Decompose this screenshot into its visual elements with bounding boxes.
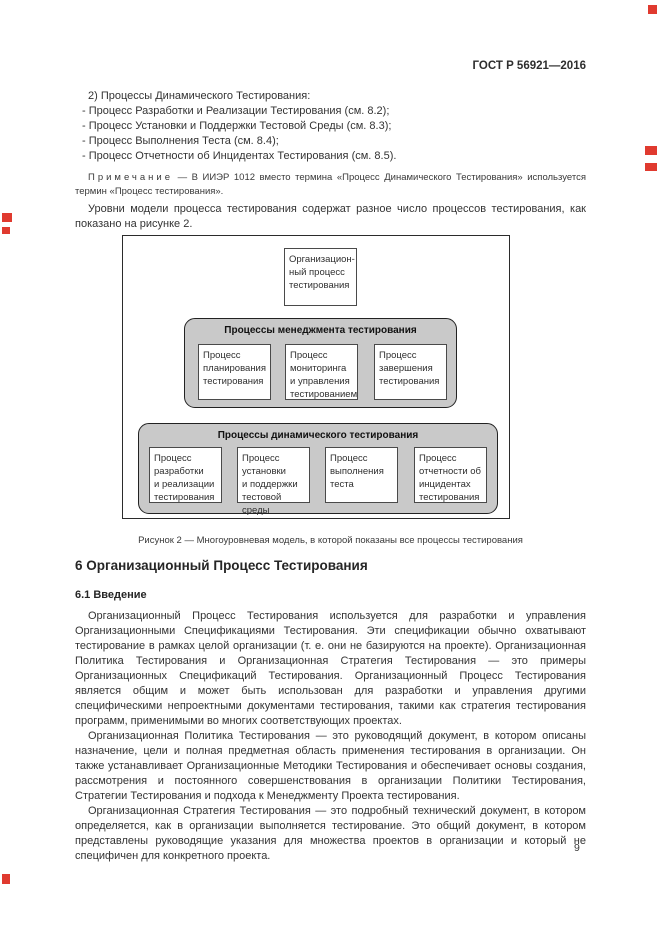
test-design-implementation-process-box: Процесс разработки и реализации тестиров… <box>149 447 222 503</box>
dynamic-processes-group: Процессы динамического тестирования Проц… <box>138 423 498 516</box>
note-text: — В ИИЭР 1012 вместо термина «Процесс Ди… <box>75 172 587 197</box>
dynamic-group-title: Процессы динамического тестирования <box>217 430 419 441</box>
list-item: - Процесс Разработки и Реализации Тестир… <box>82 105 390 117</box>
test-environment-process-box: Процесс установки и поддержки тестовой с… <box>237 447 310 516</box>
intro-paragraph: Уровни модели процесса тестирования соде… <box>75 203 586 230</box>
figure-2-diagram: Организацион- ный процесс тестирования П… <box>122 235 510 519</box>
management-processes-group: Процессы менеджмента тестирования Процес… <box>184 318 457 408</box>
section-body: Организационный Процесс Тестирования исп… <box>75 609 586 864</box>
note-label: Примечание <box>88 172 173 183</box>
page-number: 9 <box>574 842 580 854</box>
list-item: - Процесс Установки и Поддержки Тестовой… <box>82 120 392 132</box>
organizational-test-process-box: Организацион- ный процесс тестирования <box>284 248 357 306</box>
management-group-title: Процессы менеджмента тестирования <box>224 325 417 336</box>
test-planning-process-box: Процесс планирования тестирования <box>198 344 271 400</box>
dynamic-testing-process-list: 2) Процессы Динамического Тестирования: … <box>75 89 586 164</box>
subsection-heading: 6.1 Введение <box>75 589 147 601</box>
scan-artifact <box>645 163 657 171</box>
scan-artifact <box>645 146 657 155</box>
list-intro: 2) Процессы Динамического Тестирования: <box>88 90 311 102</box>
list-item: - Процесс Отчетности об Инцидентах Тести… <box>82 150 397 162</box>
scan-artifact <box>648 5 657 14</box>
test-completion-process-box: Процесс завершения тестирования <box>374 344 447 400</box>
test-monitoring-control-process-box: Процесс мониторинга и управления тестиро… <box>285 344 358 400</box>
list-item: - Процесс Выполнения Теста (см. 8.4); <box>82 135 279 147</box>
test-execution-process-box: Процесс выполнения теста <box>325 447 398 503</box>
standard-reference: ГОСТ Р 56921—2016 <box>472 60 586 72</box>
test-incident-reporting-process-box: Процесс отчетности об инцидентах тестиро… <box>414 447 487 503</box>
body-paragraph: Организационная Политика Тестирования — … <box>75 730 586 802</box>
section-heading: 6 Организационный Процесс Тестирования <box>75 558 368 573</box>
body-paragraph: Организационная Стратегия Тестирования —… <box>75 805 586 862</box>
body-paragraph: Организационный Процесс Тестирования исп… <box>75 610 586 727</box>
note-block: Примечание — В ИИЭР 1012 вместо термина … <box>75 171 586 199</box>
scan-artifact <box>2 213 12 222</box>
figure-caption: Рисунок 2 — Многоуровневая модель, в кот… <box>138 535 523 546</box>
scan-artifact <box>2 227 10 234</box>
scan-artifact <box>2 874 10 884</box>
